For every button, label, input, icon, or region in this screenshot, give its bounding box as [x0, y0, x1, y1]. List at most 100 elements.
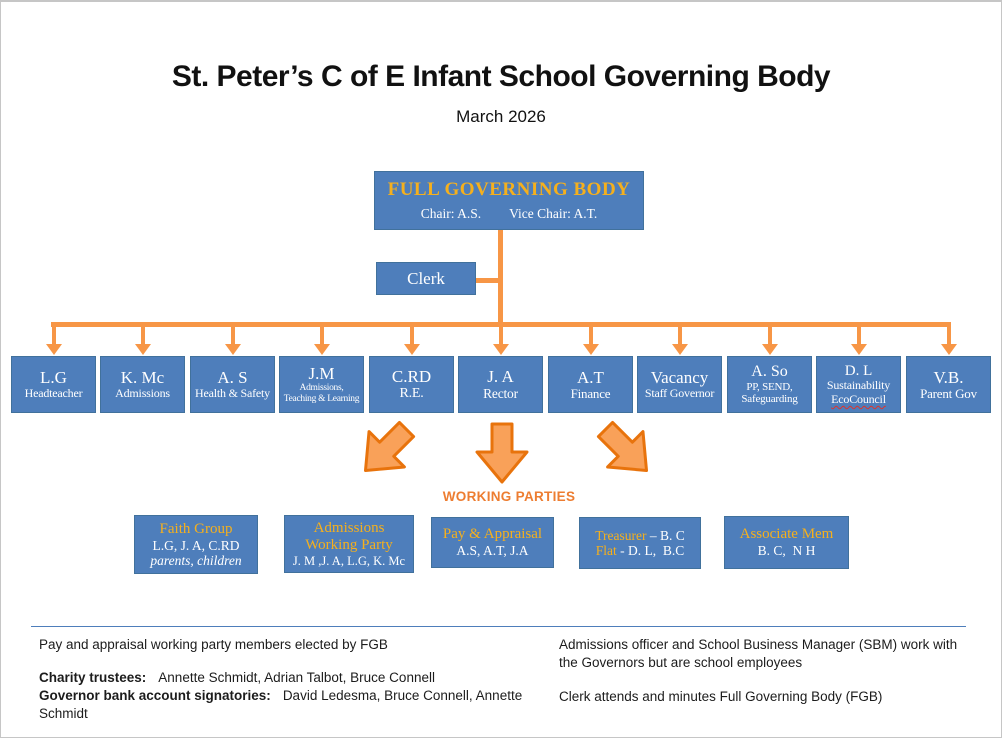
wp-value: - D. L, B.C: [620, 543, 685, 558]
governor-role: Headteacher: [24, 386, 83, 401]
governor-box-headteacher: L.G Headteacher: [11, 356, 96, 413]
page-subtitle: March 2026: [456, 107, 546, 126]
working-parties-label: WORKING PARTIES: [442, 489, 576, 504]
notes-right-column: Admissions officer and School Business M…: [559, 636, 979, 706]
connector-stub: [140, 322, 145, 344]
down-arrow-icon: [582, 344, 599, 355]
down-arrow-icon: [940, 344, 957, 355]
down-arrow-icon: [134, 344, 151, 355]
governor-role: R.E.: [399, 386, 424, 402]
wp-box-pay-appraisal: Pay & Appraisal A.S, A.T, J.A: [431, 517, 554, 568]
connector-stub: [588, 322, 593, 344]
governor-box-health-safety: A. S Health & Safety: [190, 356, 275, 413]
governor-name: V.B.: [933, 367, 964, 387]
governor-role: Sustainability: [826, 378, 891, 393]
governor-name: J.M: [308, 364, 335, 384]
wp-label-gold: Treasurer: [595, 527, 647, 543]
wp-members: A.S, A.T, J.A: [456, 543, 529, 559]
governor-role: Admissions,: [299, 383, 344, 394]
wp-title: Pay & Appraisal: [442, 526, 543, 543]
governor-name: A. S: [217, 368, 248, 388]
governor-role: Admissions: [115, 386, 170, 401]
governor-box-staff-governor: Vacancy Staff Governor: [637, 356, 722, 413]
down-arrow-icon: [224, 344, 241, 355]
note-bank-signatories: Governor bank account signatories:David …: [39, 687, 544, 723]
down-arrow-icon: [45, 344, 62, 355]
governor-box-admissions: K. Mc Admissions: [100, 356, 185, 413]
fgb-title: FULL GOVERNING BODY: [387, 179, 631, 200]
wp-title: Admissions: [313, 519, 385, 536]
down-left-arrow-icon: [363, 420, 416, 473]
down-arrow-icon: [850, 344, 867, 355]
governor-name: Vacancy: [650, 368, 709, 388]
governor-name: L.G: [40, 368, 67, 388]
governor-name: K. Mc: [120, 368, 165, 388]
governor-name: A. So: [751, 363, 788, 381]
connector-stem: [498, 230, 503, 326]
clerk-label: Clerk: [407, 268, 445, 288]
governor-name: D. L: [844, 362, 873, 379]
divider-line: [31, 626, 966, 627]
governor-box-rector: J. A Rector: [458, 356, 543, 413]
governor-role: Parent Gov: [920, 385, 977, 401]
note-charity-trustees: Charity trustees: Annette Schmidt, Adrian…: [39, 669, 544, 687]
notes-left-column: Pay and appraisal working party members …: [39, 636, 544, 723]
governor-role: Rector: [483, 386, 518, 402]
wp-title: Associate Mem: [739, 526, 834, 543]
wp-box-admissions-working-party: Admissions Working Party J. M ,J. A, L.G…: [284, 515, 414, 573]
governor-box-re: C.RD R.E.: [369, 356, 454, 413]
governor-box-finance: A.T Finance: [548, 356, 633, 413]
connector-stub: [856, 322, 861, 344]
connector-clerk: [476, 278, 500, 283]
note-pay-appraisal: Pay and appraisal working party members …: [39, 637, 388, 652]
connector-stub: [767, 322, 772, 344]
note-line: Admissions officer and School Business M…: [559, 637, 958, 652]
wp-extra: parents, children: [150, 553, 242, 569]
down-arrow-icon: [313, 344, 330, 355]
connector-stub: [51, 322, 56, 344]
governor-name: J. A: [487, 367, 514, 387]
note-value: David Ledesma, Bruce Connell, Annette Sc…: [39, 688, 523, 721]
note-label: Charity trustees:: [39, 670, 147, 685]
connector-stub: [498, 322, 503, 344]
clerk-box: Clerk: [376, 262, 476, 295]
down-arrow-icon: [761, 344, 778, 355]
wp-title: Working Party: [305, 536, 393, 553]
down-right-arrow-icon: [596, 420, 649, 473]
connector-stub: [677, 322, 682, 344]
governor-box-sustainability: D. L Sustainability EcoCouncil: [816, 356, 901, 413]
down-arrow-icon: [403, 344, 420, 355]
wp-box-treasurer: Treasurer – B. C Flat - D. L, B.C: [579, 517, 701, 569]
governor-role: Teaching & Learning: [283, 394, 360, 405]
full-governing-body-box: FULL GOVERNING BODY Chair: A.S. Vice Cha…: [374, 171, 644, 230]
governor-box-teaching-learning: J.M Admissions, Teaching & Learning: [279, 356, 364, 413]
fgb-officers: Chair: A.S. Vice Chair: A.T.: [421, 206, 598, 222]
wp-label-gold: Flat: [595, 543, 617, 558]
page-title: St. Peter’s C of E Infant School Governi…: [171, 60, 831, 93]
fgb-vice-chair: Vice Chair: A.T.: [509, 206, 598, 221]
wp-box-faith-group: Faith Group L.G, J. A, C.RD parents, chi…: [134, 515, 258, 574]
governor-role: PP, SEND,: [746, 381, 793, 394]
note-admissions-officer: Admissions officer and School Business M…: [559, 636, 979, 672]
down-arrow-icon: [475, 422, 529, 484]
governor-role: EcoCouncil: [831, 391, 886, 406]
note-label: Governor bank account signatories:: [39, 688, 271, 703]
wp-members: L.G, J. A, C.RD: [152, 537, 240, 553]
wp-box-associate-members: Associate Mem B. C, N H: [724, 516, 849, 569]
governor-role: Safeguarding: [741, 393, 798, 406]
wp-members: J. M ,J. A, L.G, K. Mc: [292, 553, 406, 568]
governor-role: Staff Governor: [644, 386, 715, 401]
wp-value: – B. C: [649, 527, 685, 543]
note-line: the Governors but are school employees: [559, 655, 803, 670]
governor-role: Finance: [570, 385, 611, 401]
connector-stub: [409, 322, 414, 344]
note-clerk: Clerk attends and minutes Full Governing…: [559, 689, 883, 704]
wp-members: B. C, N H: [757, 543, 816, 559]
note-value: Annette Schmidt, Adrian Talbot, Bruce Co…: [158, 670, 435, 685]
governor-box-safeguarding: A. So PP, SEND, Safeguarding: [727, 356, 812, 413]
fgb-chair: Chair: A.S.: [420, 206, 482, 221]
connector-stub: [319, 322, 324, 344]
wp-treasurer-line: Treasurer – B. C: [595, 528, 685, 543]
wp-title: Faith Group: [159, 520, 233, 537]
